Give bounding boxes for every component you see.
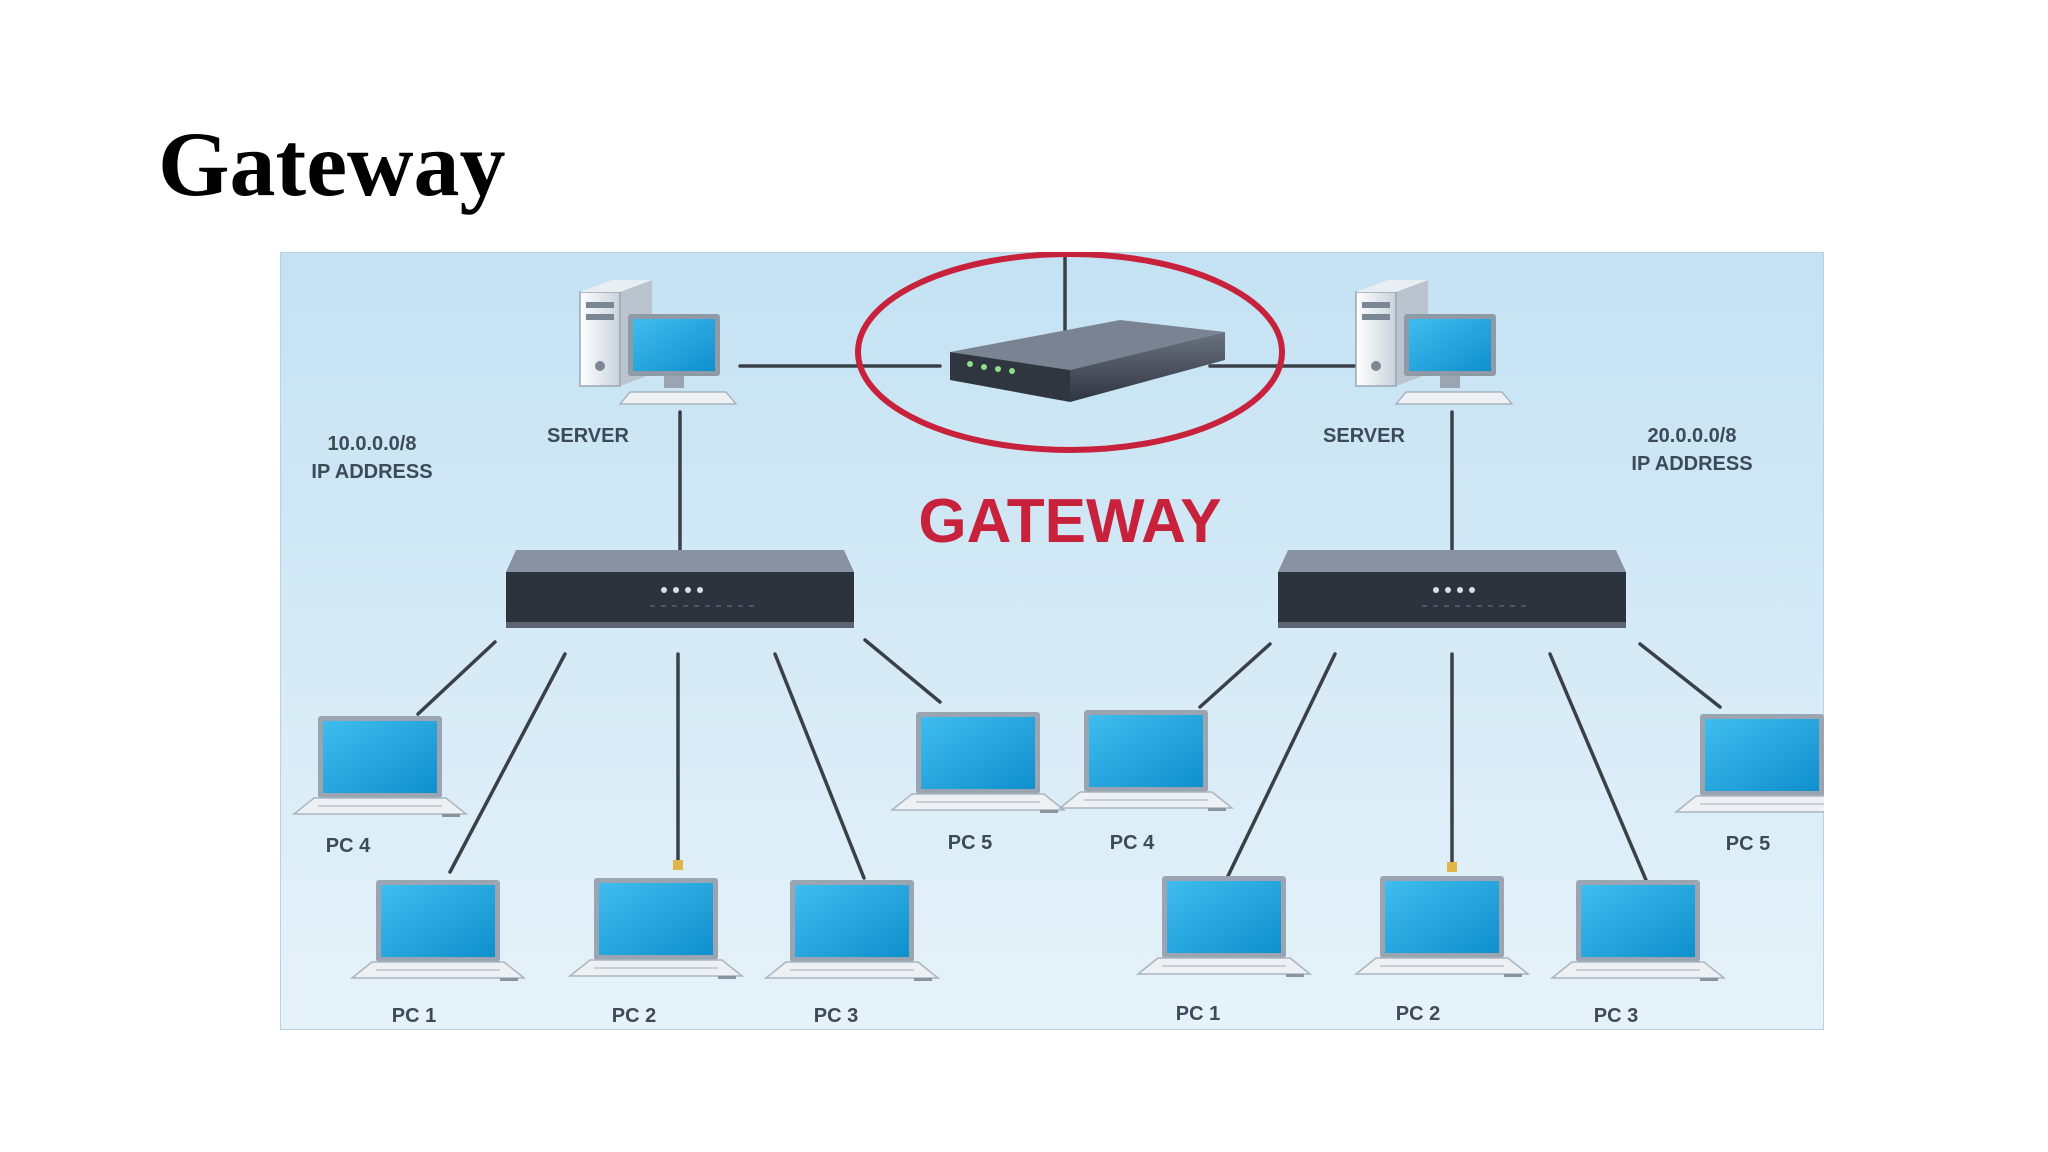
right-pc-2-label: PC 2 — [1396, 1003, 1440, 1025]
right-pc-3-icon — [1551, 879, 1725, 982]
right-pc-1-label: PC 1 — [1176, 1003, 1220, 1025]
right-network-address: 20.0.0.0/8 — [1648, 425, 1737, 447]
right-pc-1-icon — [1137, 875, 1311, 978]
left-pc-4-label: PC 4 — [326, 835, 371, 857]
left-pc-3-label: PC 3 — [814, 1005, 858, 1027]
left-pc-5-icon — [891, 711, 1065, 814]
left-network-address: 10.0.0.0/8 — [328, 433, 417, 455]
left-pc-5-label: PC 5 — [948, 832, 992, 854]
right-server-label: SERVER — [1323, 425, 1405, 447]
gateway-highlight-circle — [855, 252, 1285, 453]
left-pc-2-icon — [569, 877, 743, 980]
left-pc-4-icon — [293, 715, 467, 818]
right-pc-4-icon — [1059, 709, 1233, 812]
right-switch-icon — [1277, 549, 1627, 629]
left-server-label: SERVER — [547, 425, 629, 447]
right-network-address-caption: IP ADDRESS — [1631, 453, 1752, 475]
right-pc-3-label: PC 3 — [1594, 1005, 1638, 1027]
slide-title: Gateway — [158, 113, 506, 215]
right-drop-cables — [1198, 642, 1722, 882]
right-pc-4-label: PC 4 — [1110, 832, 1155, 854]
network-diagram: GATEWAY 10.0.0.0/8 IP ADDRESS SERVER 20.… — [280, 252, 1824, 1030]
right-pc-2-icon — [1355, 875, 1529, 978]
left-pc-3-icon — [765, 879, 939, 982]
left-switch-icon — [505, 549, 855, 629]
left-pc-2-label: PC 2 — [612, 1005, 656, 1027]
right-pc-5-label: PC 5 — [1726, 833, 1770, 855]
left-pc-1-icon — [351, 879, 525, 982]
left-network-address-caption: IP ADDRESS — [311, 461, 432, 483]
left-pc-1-label: PC 1 — [392, 1005, 436, 1027]
gateway-label: GATEWAY — [918, 487, 1221, 556]
gateway-router — [950, 320, 1225, 402]
left-drop-cables — [416, 638, 942, 880]
